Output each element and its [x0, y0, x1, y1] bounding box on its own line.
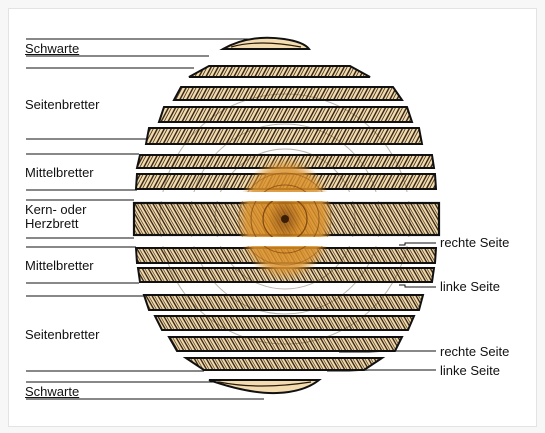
label-mittelbretter-bottom: Mittelbretter [25, 259, 94, 273]
heartwood [237, 157, 333, 281]
label-schwarte-bottom: Schwarte [25, 385, 79, 399]
side-board [144, 295, 423, 310]
side-board [174, 87, 402, 100]
side-board [159, 107, 412, 122]
label-linke-seite-1: linke Seite [440, 280, 500, 294]
side-board [189, 66, 370, 77]
label-kern-line1: Kern- oder [25, 203, 86, 217]
label-schwarte-top: Schwarte [25, 42, 79, 56]
label-rechte-seite-1: rechte Seite [440, 236, 509, 250]
side-board [155, 316, 414, 330]
label-seitenbretter-top: Seitenbretter [25, 98, 99, 112]
label-seitenbretter-bottom: Seitenbretter [25, 328, 99, 342]
label-rechte-seite-2: rechte Seite [440, 345, 509, 359]
label-linke-seite-2: linke Seite [440, 364, 500, 378]
side-board [186, 358, 382, 370]
label-kern-line2: Herzbrett [25, 217, 78, 231]
label-mittelbretter-top: Mittelbretter [25, 166, 94, 180]
diagram-frame: Schwarte Seitenbretter Mittelbretter Ker… [8, 8, 537, 427]
